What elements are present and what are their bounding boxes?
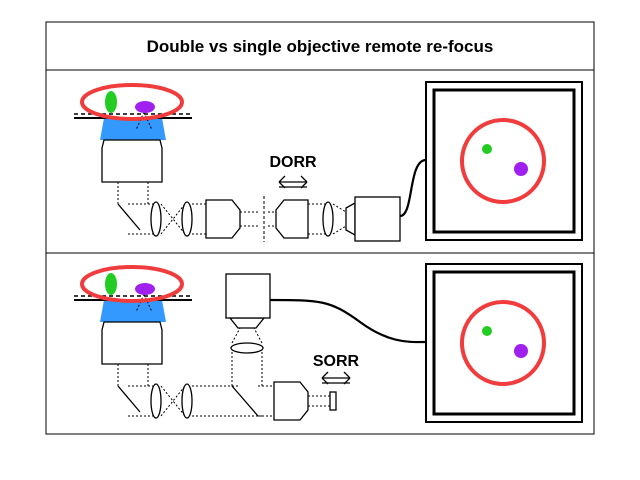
sorr-label: SORR <box>313 353 360 370</box>
tertiary-objective <box>275 199 309 239</box>
dorr-label: DORR <box>269 154 317 171</box>
figure-title: Double vs single objective remote re-foc… <box>147 37 494 56</box>
secondary-objective <box>273 381 309 421</box>
remote-mirror <box>329 391 337 411</box>
camera-cable <box>399 158 427 218</box>
camera-mount <box>345 201 356 237</box>
camera-body <box>354 196 401 242</box>
dorr-panel: DORR <box>72 80 584 242</box>
camera-cable <box>269 298 427 344</box>
beam-splitter <box>231 385 259 417</box>
camera-body <box>225 273 271 319</box>
camera-tube-lens <box>230 342 264 354</box>
sorr-panel: SORR <box>72 262 584 424</box>
camera-tube-lens <box>322 201 334 237</box>
secondary-objective <box>205 199 241 239</box>
